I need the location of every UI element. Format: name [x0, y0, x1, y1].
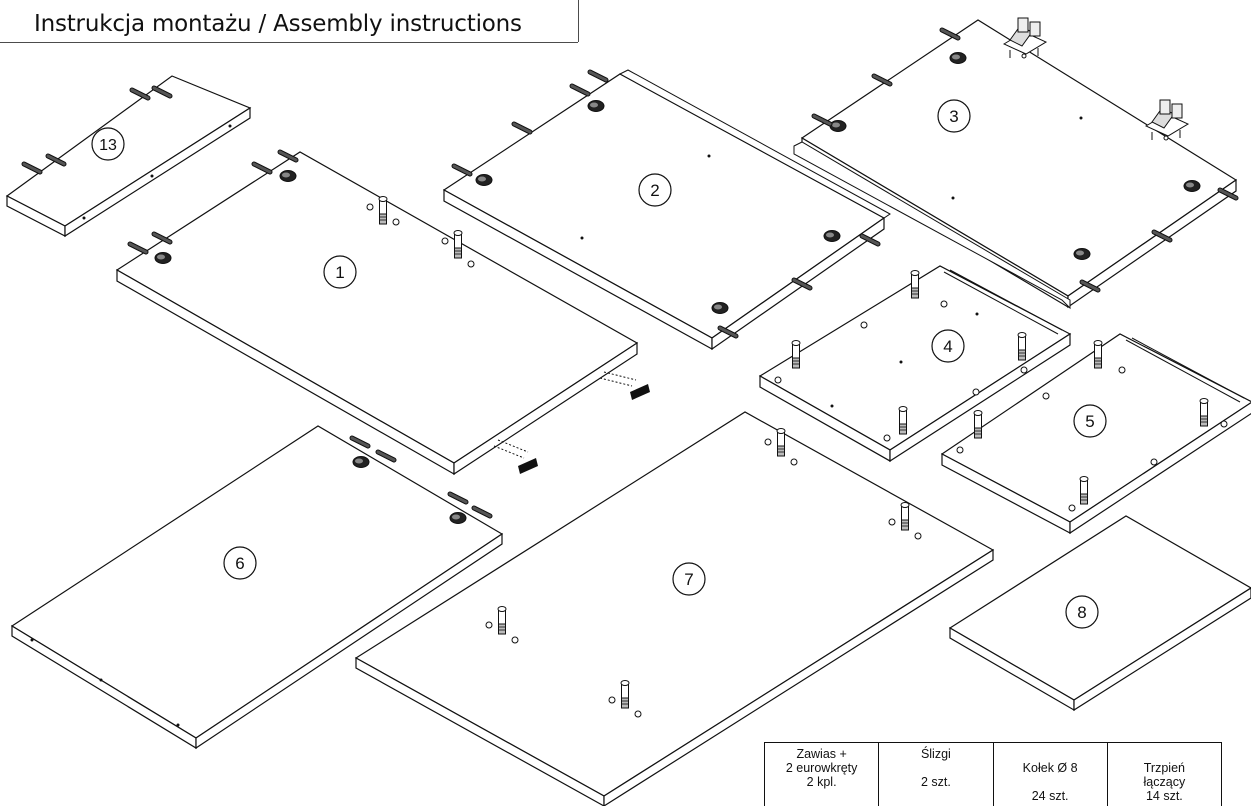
parts-cell-hinge: Zawias + 2 eurowkręty 2 kpl. — [763, 742, 880, 806]
panel-label-6: 6 — [223, 546, 257, 580]
panel-label-3: 3 — [937, 99, 971, 133]
panel-number: 7 — [684, 570, 693, 589]
parts-cell-line — [1110, 747, 1219, 761]
parts-cell-line: 2 eurowkręty — [785, 761, 858, 775]
panel-label-7: 7 — [672, 562, 706, 596]
parts-table-row: Zawias + 2 eurowkręty 2 kpl. Ślizgi 2 sz… — [763, 742, 1223, 806]
panel-labels: 1 2 3 4 5 6 7 8 13 — [91, 99, 1107, 629]
panel-number: 6 — [235, 554, 244, 573]
panel-number: 3 — [949, 107, 958, 126]
panel-8 — [948, 515, 1251, 712]
parts-cell-line — [996, 747, 1105, 761]
parts-cell-slides: Ślizgi 2 szt. — [878, 742, 994, 806]
panel-label-2: 2 — [638, 173, 672, 207]
parts-table: Zawias + 2 eurowkręty 2 kpl. Ślizgi 2 sz… — [763, 742, 1223, 806]
panel-label-1: 1 — [323, 255, 357, 289]
parts-cell-connector-pin: Trzpień łączący 14 szt. — [1106, 742, 1223, 806]
parts-cell-line: 14 szt. — [1145, 789, 1183, 803]
parts-cell-line — [996, 775, 1105, 789]
parts-cell-line: Trzpień — [1143, 761, 1185, 775]
panel-7 — [354, 411, 995, 806]
panel-1 — [115, 152, 650, 476]
panel-13 — [5, 75, 252, 238]
panel-label-5: 5 — [1073, 404, 1107, 438]
panel-label-4: 4 — [931, 329, 965, 363]
header-title-box: Instrukcja montażu / Assembly instructio… — [0, 0, 578, 42]
parts-cell-line: 2 kpl. — [806, 775, 837, 789]
panel-2 — [442, 69, 891, 351]
panel-number: 1 — [335, 263, 344, 282]
panel-number: 8 — [1077, 603, 1086, 622]
parts-cell-line: łączący — [1143, 775, 1186, 789]
panel-number: 2 — [650, 181, 659, 200]
parts-cell-line: 2 szt. — [920, 775, 951, 789]
panel-6 — [10, 425, 504, 750]
parts-cell-line — [881, 761, 990, 775]
panel-3 — [793, 17, 1236, 310]
panel-4 — [758, 265, 1072, 463]
parts-cell-line: Kołek Ø 8 — [1022, 761, 1078, 775]
panel-number: 13 — [99, 137, 117, 154]
parts-cell-line: Zawias + — [796, 747, 847, 761]
panel-label-8: 8 — [1065, 595, 1099, 629]
parts-cell-line: 24 szt. — [1031, 789, 1069, 803]
panel-number: 4 — [943, 337, 952, 356]
page-title: Instrukcja montażu / Assembly instructio… — [34, 11, 522, 37]
parts-cell-line: Ślizgi — [920, 747, 951, 761]
panel-number: 5 — [1085, 412, 1094, 431]
parts-cell-dowel: Kołek Ø 8 24 szt. — [992, 742, 1108, 806]
panel-label-13: 13 — [91, 127, 125, 161]
